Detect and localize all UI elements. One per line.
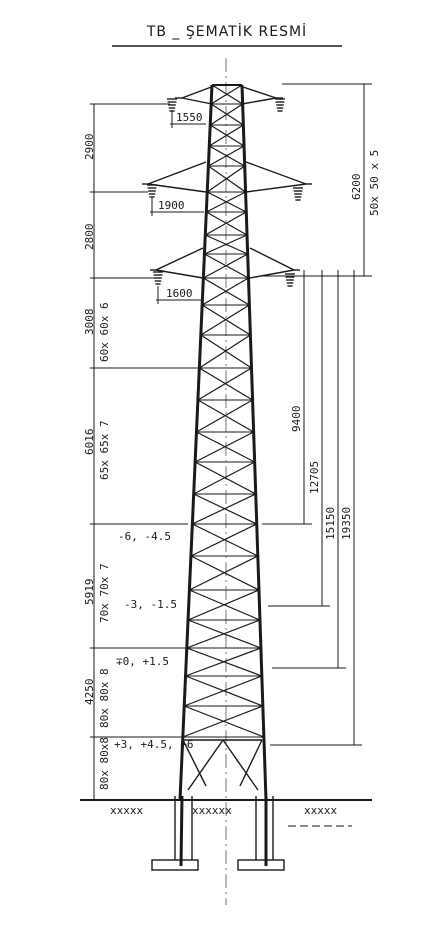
lattice-member <box>199 334 251 369</box>
extension-label-4: +3, +4.5, +6 <box>114 738 193 751</box>
lattice-member <box>183 675 263 707</box>
crossarm-bottom <box>150 247 300 279</box>
lattice-member <box>200 334 252 369</box>
lattice-member <box>209 103 243 126</box>
lattice-member <box>208 145 245 167</box>
dim-15150: 15150 <box>324 507 337 540</box>
dim-6016-profile: 65x 65x 7 <box>98 420 111 480</box>
dim-2900: 2900 <box>83 134 96 161</box>
dim-12705: 12705 <box>308 461 321 494</box>
foundation-right <box>237 796 285 871</box>
lattice-member <box>185 647 262 677</box>
lattice-member <box>182 705 264 738</box>
lattice-member <box>189 555 259 591</box>
dim-2800: 2800 <box>83 224 96 251</box>
lattice-member <box>208 124 244 147</box>
crossarm-top <box>175 85 283 105</box>
lattice-member <box>186 619 261 649</box>
tower-leg-left <box>178 84 214 801</box>
left-dim-ticks <box>90 103 198 738</box>
lattice-member <box>196 399 253 433</box>
lattice-member <box>201 277 249 306</box>
dim-4250-profile: 80x 80x 8 <box>98 668 111 728</box>
ground-mark-right: xxxxx <box>304 804 337 817</box>
dim-9400: 9400 <box>290 406 303 433</box>
dim-19350: 19350 <box>340 507 353 540</box>
lattice-member <box>192 493 256 525</box>
tower-base-section <box>182 739 263 791</box>
extension-label-2: -3, -1.5 <box>124 598 177 611</box>
lattice-member <box>200 304 250 336</box>
lattice-member <box>204 211 247 236</box>
insulator-middle-left <box>147 184 157 198</box>
dim-3008: 3008 <box>83 309 96 336</box>
insulator-top-left <box>167 98 177 112</box>
extension-label-1: -6, -4.5 <box>118 530 171 543</box>
extension-label-3: ∓0, +1.5 <box>116 655 169 668</box>
right-dim-lines <box>262 83 372 746</box>
dim-3008-profile: 60x 60x 6 <box>98 302 111 362</box>
lattice-member <box>203 253 248 279</box>
base-profile: 80x 80x8 <box>98 737 111 790</box>
lattice-member <box>206 165 246 193</box>
dim-5919: 5919 <box>83 579 96 606</box>
lattice-member <box>199 367 253 401</box>
dim-6016: 6016 <box>83 429 96 456</box>
dim-6200: 6200 <box>350 174 363 201</box>
dim-5919-profile: 70x 70x 7 <box>98 563 111 623</box>
insulator-top-right <box>275 98 285 112</box>
lattice-member <box>190 523 257 557</box>
lattice-member <box>206 191 246 213</box>
lattice-member <box>197 367 252 401</box>
dim-4250: 4250 <box>83 679 96 706</box>
lattice-member <box>187 589 260 621</box>
drawing-title: TB _ ŞEMATİK RESMİ <box>146 22 307 40</box>
lattice-member <box>193 461 255 495</box>
crossarm-middle-dim: 1900 <box>158 199 185 212</box>
crossarm-top-dim: 1550 <box>176 111 203 124</box>
lattice-member <box>204 234 248 255</box>
tower-leg-right <box>240 84 268 801</box>
tower-lattice <box>182 84 265 738</box>
insulator-middle-right <box>293 187 303 201</box>
lattice-member <box>197 399 254 433</box>
ground-mark-left: xxxxx <box>110 804 143 817</box>
lattice-member <box>201 304 251 336</box>
crossarm-bottom-dim: 1600 <box>166 287 193 300</box>
crossarm-middle <box>142 161 312 193</box>
foundation-left <box>151 795 199 871</box>
insulator-bottom-right <box>285 273 295 287</box>
ground-mark-middle: xxxxxx <box>192 804 232 817</box>
lattice-member <box>210 84 243 105</box>
top-profile: 50x 50 x 5 <box>368 150 381 216</box>
lattice-member <box>194 431 254 463</box>
